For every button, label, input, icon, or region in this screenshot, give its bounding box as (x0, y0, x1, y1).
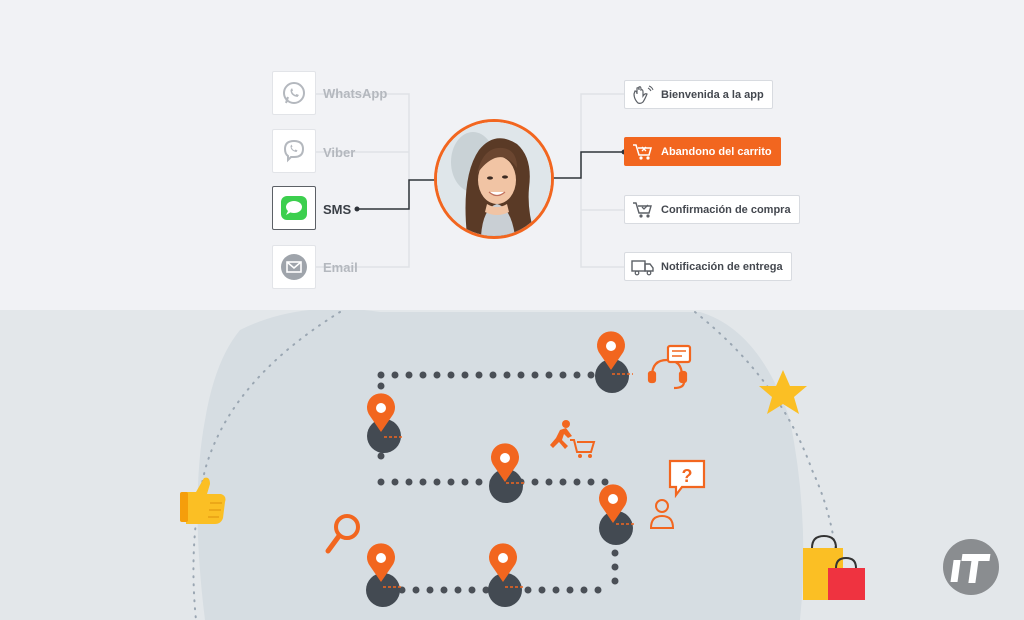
channel-email[interactable] (272, 245, 316, 289)
journey-node (599, 511, 633, 545)
flow-connectors (316, 93, 627, 268)
it-logo-mark (950, 554, 991, 583)
map-pins (367, 331, 627, 582)
map-pin-icon (367, 543, 395, 582)
journey-nodes (366, 359, 633, 607)
journey-node (367, 419, 401, 453)
journey-node (489, 469, 523, 503)
cart-icon (631, 143, 655, 161)
delivery-truck-icon (631, 258, 655, 276)
channel-flow-panel: WhatsApp Viber SMS Email (0, 0, 1024, 310)
star-icon (759, 370, 807, 414)
map-pin-icon (491, 443, 519, 482)
channel-viber[interactable] (272, 129, 316, 173)
waving-hand-icon (631, 85, 655, 104)
channel-label-email: Email (323, 260, 358, 275)
channel-label-whatsapp: WhatsApp (323, 86, 388, 101)
channel-sms[interactable] (272, 186, 316, 230)
journey-node (366, 573, 400, 607)
question-bubble-icon: ? (668, 459, 706, 499)
message-label-welcome: Bienvenida a la app (661, 88, 764, 101)
channel-whatsapp[interactable] (272, 71, 316, 115)
channel-label-viber: Viber (323, 145, 356, 160)
node-dashes (383, 373, 636, 588)
shopper-cart-icon (550, 420, 596, 458)
message-label-delivery-notice: Notificación de entrega (661, 260, 783, 273)
journey-node (488, 573, 522, 607)
channel-label-sms: SMS (323, 202, 352, 217)
email-icon (281, 254, 307, 280)
cart-check-icon (631, 201, 655, 219)
journey-map-panel: ? (0, 310, 1024, 620)
journey-map: ? (180, 310, 865, 620)
message-cart-abandon[interactable]: Abandono del carrito (624, 137, 781, 166)
shopping-bags-icon (803, 534, 865, 600)
dotted-arc-right (694, 311, 840, 601)
svg-text:?: ? (682, 466, 693, 486)
magnifier-icon (325, 514, 360, 554)
sms-icon (281, 196, 307, 220)
message-delivery-notice[interactable]: Notificación de entrega (624, 252, 792, 281)
message-label-purchase-confirm: Confirmación de compra (661, 203, 791, 216)
message-purchase-confirm[interactable]: Confirmación de compra (624, 195, 800, 224)
map-pin-icon (599, 484, 627, 523)
map-pin-icon (367, 393, 395, 432)
map-pin-icon (597, 331, 625, 370)
map-pin-icon (489, 543, 517, 582)
thumbs-up-icon (180, 477, 226, 524)
user-icon (649, 499, 675, 529)
message-label-cart-abandon: Abandono del carrito (661, 145, 772, 158)
viber-icon (283, 139, 305, 163)
journey-node (595, 359, 629, 393)
headset-chat-icon (647, 344, 692, 390)
avatar (434, 119, 554, 239)
message-welcome[interactable]: Bienvenida a la app (624, 80, 773, 109)
dotted-arc-left (192, 311, 341, 620)
whatsapp-icon (283, 82, 305, 104)
it-logo-icon (943, 539, 999, 595)
woman-portrait-icon (437, 122, 551, 236)
